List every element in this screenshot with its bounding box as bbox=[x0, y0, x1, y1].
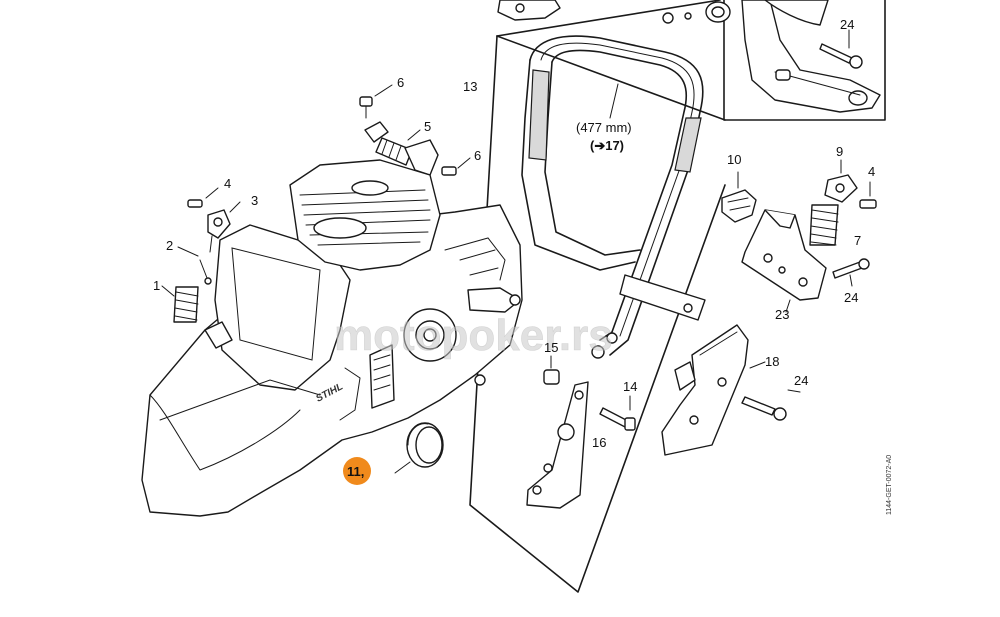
callout-labels: 1 2 3 4 4 5 6 6 7 9 10 13 14 15 16 18 23… bbox=[153, 17, 875, 450]
part-4-screw-left bbox=[187, 187, 219, 208]
label-part-14: 14 bbox=[623, 379, 637, 394]
label-part-2: 2 bbox=[166, 238, 173, 253]
label-part-3: 3 bbox=[251, 193, 258, 208]
part-10-buffer bbox=[721, 171, 757, 223]
handlebar-ref-note: (➔17) bbox=[590, 138, 624, 153]
top-small-parts bbox=[497, 0, 731, 24]
part-9-spring bbox=[809, 159, 858, 246]
drawing-code: 1144-GET-0072-A0 bbox=[886, 455, 893, 515]
part-15-sleeve bbox=[543, 355, 560, 385]
engine-housing bbox=[141, 159, 523, 517]
label-part-4-left: 4 bbox=[224, 176, 231, 191]
part-16-bracket bbox=[526, 381, 589, 509]
label-part-23: 23 bbox=[775, 307, 789, 322]
handlebar-tube bbox=[521, 35, 706, 359]
label-part-10: 10 bbox=[727, 152, 741, 167]
part-3-clip bbox=[207, 201, 241, 253]
part-24-screw-b bbox=[741, 389, 801, 421]
top-right-bracket-drawing bbox=[723, 0, 886, 121]
part-14-screw bbox=[599, 395, 636, 431]
label-part-7: 7 bbox=[854, 233, 861, 248]
label-part-15: 15 bbox=[544, 340, 558, 355]
label-part-5: 5 bbox=[424, 119, 431, 134]
label-part-1: 1 bbox=[153, 278, 160, 293]
part-6-screw-top bbox=[359, 84, 393, 119]
part-11-cap bbox=[394, 422, 444, 474]
label-part-24-mid: 24 bbox=[844, 290, 858, 305]
label-part-18: 18 bbox=[765, 354, 779, 369]
label-part-16: 16 bbox=[592, 435, 606, 450]
watermark-text: motopoker.rs bbox=[334, 311, 613, 360]
part-23-support bbox=[741, 209, 827, 313]
label-part-9: 9 bbox=[836, 144, 843, 159]
label-part-6-top: 6 bbox=[397, 75, 404, 90]
label-part-24-bottom: 24 bbox=[794, 373, 808, 388]
part-24-screw-a bbox=[832, 258, 870, 287]
label-part-4-right: 4 bbox=[868, 164, 875, 179]
highlight-label[interactable]: 11, bbox=[347, 464, 364, 479]
highlight-badge[interactable] bbox=[343, 457, 371, 485]
label-part-6-right: 6 bbox=[474, 148, 481, 163]
part-18-cover bbox=[661, 324, 766, 456]
handlebar-annotation: (477 mm) (➔17) bbox=[576, 83, 632, 153]
label-part-24-top: 24 bbox=[840, 17, 854, 32]
part-2-pin bbox=[177, 246, 212, 285]
part-4-screw-right bbox=[859, 181, 877, 209]
highlight-part-11[interactable]: 11, bbox=[343, 457, 371, 485]
part-1-spring bbox=[161, 285, 199, 323]
handlebar-length-note: (477 mm) bbox=[576, 120, 632, 135]
part-6-screw-right bbox=[441, 157, 471, 176]
part-5-spring bbox=[364, 121, 439, 176]
part-24-screw-top bbox=[819, 29, 863, 69]
label-part-13: 13 bbox=[463, 79, 477, 94]
